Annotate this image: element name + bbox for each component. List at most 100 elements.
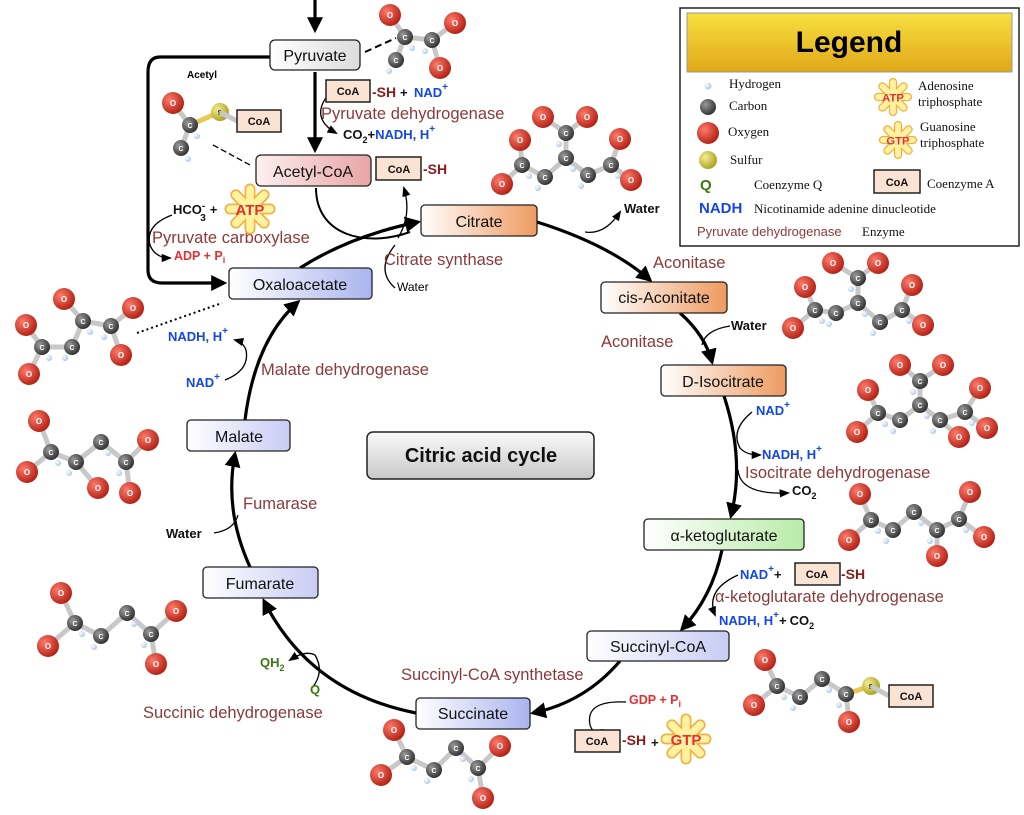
- atom-symbol: C: [148, 632, 153, 639]
- atom-symbol: O: [940, 361, 946, 370]
- atom-symbol: C: [429, 38, 434, 45]
- atom-symbol: C: [123, 460, 128, 467]
- enzyme-pyruvate-dehydrogenase: Pyruvate dehydrogenase: [321, 105, 504, 123]
- oxygen-atom: [576, 106, 598, 128]
- carbon-atom: [34, 339, 50, 355]
- oxygen-atom: [948, 426, 970, 448]
- atom-symbol: C: [98, 634, 103, 641]
- node-alpha-ketoglutarate[interactable]: α-ketoglutarate: [643, 518, 805, 551]
- node-citrate[interactable]: Citrate: [420, 204, 538, 237]
- hydrogen-atom: [101, 334, 107, 340]
- atom-symbol: C: [69, 345, 74, 352]
- atom-symbol: O: [967, 488, 973, 497]
- hydrogen-atom: [836, 702, 842, 708]
- enzyme-akg-dehydrogenase: α-ketoglutarate dehydrogenase: [715, 588, 944, 606]
- label-nadh-co2-akgdh: NADH, H++CO2: [719, 610, 814, 631]
- label-fumarate: Fumarate: [226, 576, 295, 593]
- atom-symbol: O: [387, 11, 393, 20]
- oxygen-atom: [932, 354, 954, 376]
- carbon-atom: [951, 511, 967, 527]
- carbon-atom: [397, 29, 413, 45]
- atom-symbol: C: [453, 746, 458, 753]
- atom-symbol: O: [145, 436, 151, 445]
- oxygen-atom: [926, 545, 948, 567]
- label-gdp-pi: GDP + Pi: [629, 693, 681, 709]
- gtp-icon: GTP: [660, 713, 712, 765]
- enzyme-aconitase-2: Aconitase: [601, 333, 673, 351]
- oxygen-atom: [822, 252, 844, 274]
- carbon-atom: [470, 760, 486, 776]
- node-cis-aconitate[interactable]: cis-Aconitate: [600, 281, 728, 314]
- label-co2-nadh-pdh: CO2+NADH, H+: [343, 124, 435, 145]
- atom-symbol: O: [875, 259, 881, 268]
- label-adp-pi: ADP + Pi: [174, 249, 225, 265]
- atom-symbol: C: [404, 755, 409, 762]
- atom-symbol: O: [130, 304, 136, 313]
- atp-icon: ATP: [224, 183, 276, 235]
- node-pyruvate[interactable]: Pyruvate: [269, 39, 361, 71]
- arrow-fumarate-malate: [224, 450, 252, 568]
- hydrogen-atom: [781, 694, 787, 700]
- carbon-atom: [93, 628, 109, 644]
- carbon-atom: [912, 397, 928, 413]
- arrow-citrate-cisaconitate: [536, 220, 653, 283]
- hydrogen-atom: [924, 413, 930, 419]
- atom-symbol: C: [563, 156, 568, 163]
- node-acetyl-coa[interactable]: Acetyl-CoA: [255, 154, 372, 187]
- atom-symbol: O: [26, 370, 32, 379]
- label-succinate: Succinate: [438, 706, 508, 723]
- label-malate: Malate: [215, 429, 263, 446]
- hydrogen-atom: [969, 420, 975, 426]
- oxygen-atom: [53, 288, 75, 310]
- oxygen-atom: [912, 314, 934, 336]
- atom-symbol: C: [178, 146, 183, 153]
- carbon-atom: [448, 740, 464, 756]
- atom-symbol: C: [843, 692, 848, 699]
- node-isocitrate[interactable]: D-Isocitrate: [660, 364, 787, 397]
- label-nad-mdh: NAD+: [186, 372, 220, 390]
- atom-symbol: O: [984, 424, 990, 433]
- hydrogen-atom: [79, 631, 85, 637]
- node-fumarate[interactable]: Fumarate: [202, 566, 319, 599]
- carbon-atom: [399, 749, 415, 765]
- carbon-atom: [850, 295, 866, 311]
- node-succinyl-coa[interactable]: Succinyl-CoA: [586, 630, 730, 662]
- carbon-atom: [872, 314, 888, 330]
- legend-coenzyme-q: Coenzyme Q: [754, 177, 823, 192]
- oxygen-atom: [754, 649, 776, 671]
- oxygen-atom: [472, 787, 494, 809]
- atom-symbol: C: [72, 621, 77, 628]
- carbon-atom: [68, 454, 84, 470]
- hydrogen-atom: [535, 185, 541, 191]
- hydrogen-atom: [55, 460, 61, 466]
- coa-box: CoA: [888, 684, 934, 708]
- oxygen-atom: [849, 483, 871, 505]
- atom-symbol: C: [797, 695, 802, 702]
- atom-symbol: C: [563, 131, 568, 138]
- atom-symbol: O: [170, 99, 176, 108]
- carbon-atom: [388, 52, 404, 68]
- arrow-fumarase-water: [213, 514, 239, 534]
- atom-symbol: C: [519, 163, 524, 170]
- coa-box-scs: CoA: [574, 729, 621, 753]
- legend-coa-box: CoA: [873, 169, 921, 194]
- sulfur-icon: [699, 151, 717, 169]
- carbon-atom: [814, 671, 830, 687]
- arrow-scs-side: [588, 701, 627, 738]
- atom-symbol: C: [124, 611, 129, 618]
- node-oxaloacetate[interactable]: Oxaloacetate: [228, 267, 373, 300]
- atom-symbol: C: [48, 450, 53, 457]
- label-water-out: Water: [624, 201, 660, 216]
- arrow-water-in: [701, 325, 731, 346]
- legend-coenzyme-a: Coenzyme A: [927, 176, 995, 191]
- carbon-atom: [514, 157, 530, 173]
- star-label: GTP: [671, 732, 702, 749]
- atom-symbol: C: [542, 175, 547, 182]
- carbon-atom: [537, 169, 553, 185]
- atom-symbol: C: [855, 276, 860, 283]
- node-malate[interactable]: Malate: [186, 419, 291, 452]
- atom-symbol: O: [846, 536, 852, 545]
- node-succinate[interactable]: Succinate: [415, 697, 531, 730]
- atom-symbol: O: [977, 384, 983, 393]
